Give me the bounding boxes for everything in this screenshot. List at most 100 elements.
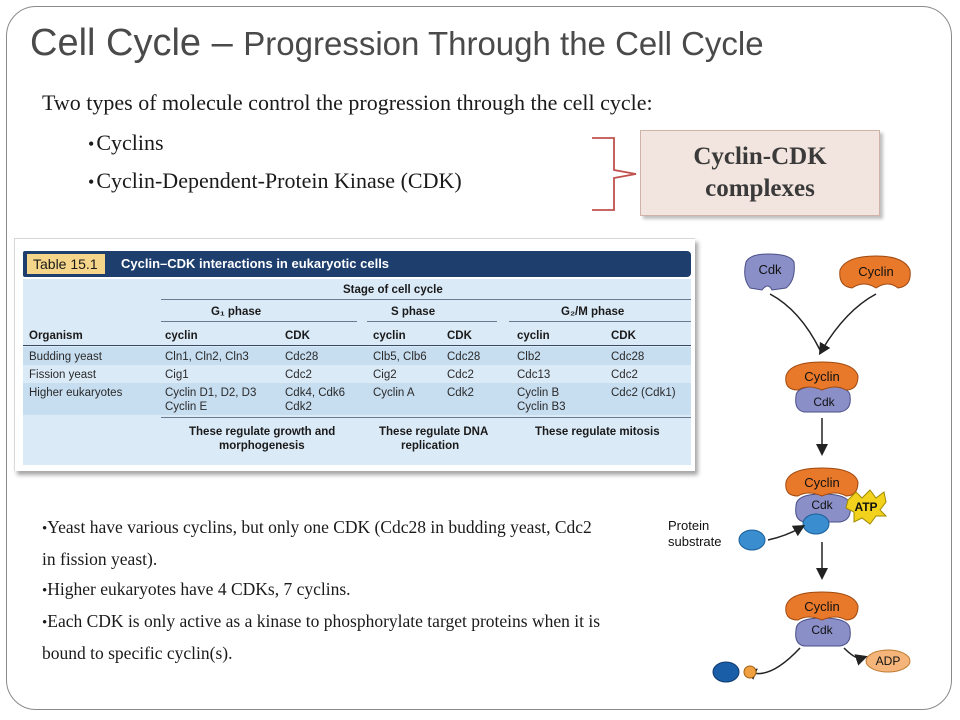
table-header-bar: Table 15.1 Cyclin–CDK interactions in eu… (23, 251, 691, 277)
note-item: •Each CDK is only active as a kinase to … (42, 611, 601, 663)
table-cell: Budding yeast (29, 351, 102, 363)
table-cell: Cdk2 (447, 387, 474, 399)
phosphorylated-protein-icon (712, 661, 740, 683)
cyclin-cdk-diagram: Cdk Cyclin Cdk Cyclin Cdk Cyclin ATP Pro… (668, 253, 911, 683)
phase-g1: G₁ phase (211, 306, 262, 318)
divider (161, 417, 691, 418)
cyclin-label: Cyclin (804, 475, 839, 490)
col-m-cdk: CDK (611, 330, 636, 342)
footer-g1-line2: morphogenesis (219, 440, 305, 452)
table-cell: Higher eukaryotes (29, 387, 123, 399)
divider (161, 299, 691, 300)
cyclin-label: Cyclin (804, 599, 839, 614)
col-g1-cdk: CDK (285, 330, 310, 342)
release-arrow (744, 647, 801, 680)
divider (23, 345, 691, 346)
active-complex: Cdk Cyclin ATP (785, 467, 888, 535)
phase-s: S phase (391, 306, 436, 318)
divider (509, 321, 691, 322)
table-cell: Cdk4, Cdk6 (285, 387, 346, 399)
footer-s-line2: replication (401, 440, 460, 452)
cyclin-cdk-complexes-box: Cyclin-CDK complexes (640, 130, 880, 216)
complex-label-line1: Cyclin-CDK (693, 143, 827, 170)
substrate-label-line2: substrate (668, 534, 721, 549)
table-cell: Cdc28 (611, 351, 645, 363)
footer-s-line1: These regulate DNA (379, 426, 489, 438)
table-cell: Cig1 (165, 369, 189, 381)
atp-label: ATP (854, 500, 877, 514)
note-item: •Yeast have various cyclins, but only on… (42, 517, 592, 569)
stage-header: Stage of cell cycle (343, 284, 443, 296)
col-organism: Organism (29, 330, 83, 342)
note-item: •Higher eukaryotes have 4 CDKs, 7 cyclin… (42, 579, 351, 599)
table-cell: Cdc13 (517, 369, 551, 381)
table-cell: Cyclin E (165, 401, 208, 413)
bullet-text: Cyclin-Dependent-Protein Kinase (CDK) (96, 168, 462, 193)
table-cell: Cyclin D1, D2, D3 (165, 387, 257, 399)
table-body: Stage of cell cycle G₁ phase S phase G₂/… (23, 279, 691, 465)
atp-icon (845, 489, 888, 525)
cdk-label: Cdk (758, 262, 782, 277)
table-cell: Cdk2 (285, 401, 312, 413)
footer-g1-line1: These regulate growth and (189, 426, 336, 438)
title-separator: – (201, 22, 244, 64)
table-cell: Cdc28 (447, 351, 481, 363)
complex-label-line2: complexes (705, 175, 815, 202)
divider (367, 321, 497, 322)
bound-substrate-icon (802, 513, 830, 535)
bullet-cdk: •Cyclin-Dependent-Protein Kinase (CDK) (88, 168, 462, 193)
table-cell: Cyclin B (517, 387, 560, 399)
note-text: Yeast have various cyclins, but only one… (42, 517, 592, 569)
title-subtitle: Progression Through the Cell Cycle (243, 25, 764, 62)
col-s-cdk: CDK (447, 330, 472, 342)
merge-arrow (818, 293, 877, 356)
bullet-cyclins: •Cyclins (88, 130, 164, 155)
footer-m-line1: These regulate mitosis (535, 426, 660, 438)
intro-text: Two types of molecule control the progre… (42, 90, 653, 115)
row-band (23, 383, 691, 415)
cyclin-label: Cyclin (858, 264, 893, 279)
table-number: Table 15.1 (27, 254, 105, 274)
col-m-cyclin: cyclin (517, 330, 550, 342)
phase-g2m: G₂/M phase (561, 306, 625, 318)
brace-icon (592, 137, 637, 211)
col-g1-cyclin: cyclin (165, 330, 198, 342)
row-band (23, 347, 691, 365)
cyclin-cdk-table: Table 15.1 Cyclin–CDK interactions in eu… (14, 238, 695, 471)
divider (161, 321, 357, 322)
substrate-arrow (767, 525, 806, 541)
free-cyclin: Cyclin (839, 255, 911, 289)
notes-list: •Yeast have various cyclins, but only on… (42, 512, 602, 668)
title-main: Cell Cycle (30, 22, 202, 64)
table-cell: Fission yeast (29, 369, 97, 381)
table-cell: Cyclin A (373, 387, 415, 399)
table-cell: Cdc28 (285, 351, 319, 363)
adp-label: ADP (876, 654, 901, 668)
slide-title: Cell Cycle – Progression Through the Cel… (30, 22, 764, 65)
protein-substrate-icon (738, 529, 766, 551)
bullet-text: Cyclins (96, 130, 164, 155)
note-text: Higher eukaryotes have 4 CDKs, 7 cyclins… (47, 579, 351, 599)
table-cell: Clb5, Clb6 (373, 351, 427, 363)
cdk-label: Cdk (811, 498, 833, 512)
table-caption: Cyclin–CDK interactions in eukaryotic ce… (121, 256, 390, 271)
table-cell: Cdc2 (285, 369, 312, 381)
table-cell: Cln1, Cln2, Cln3 (165, 351, 249, 363)
table-cell: Cdc2 (611, 369, 638, 381)
table-cell: Cyclin B3 (517, 401, 566, 413)
col-s-cyclin: cyclin (373, 330, 406, 342)
phosphate-icon (743, 665, 757, 679)
note-text: Each CDK is only active as a kinase to p… (42, 611, 601, 663)
cyclin-cdk-complex: Cdk Cyclin (785, 361, 859, 413)
cyclin-label: Cyclin (804, 369, 839, 384)
cdk-label: Cdk (813, 395, 835, 409)
table-cell: Cdc2 (447, 369, 474, 381)
free-cdk: Cdk (744, 253, 795, 291)
table-cell: Cig2 (373, 369, 397, 381)
substrate-label-line1: Protein (668, 518, 709, 533)
adp-arrow (843, 647, 868, 666)
table-cell: Cdc2 (Cdk1) (611, 387, 676, 399)
cyclin-cdk-complex: Cdk Cyclin (785, 591, 859, 647)
table-cell: Clb2 (517, 351, 541, 363)
adp-icon (865, 649, 911, 673)
